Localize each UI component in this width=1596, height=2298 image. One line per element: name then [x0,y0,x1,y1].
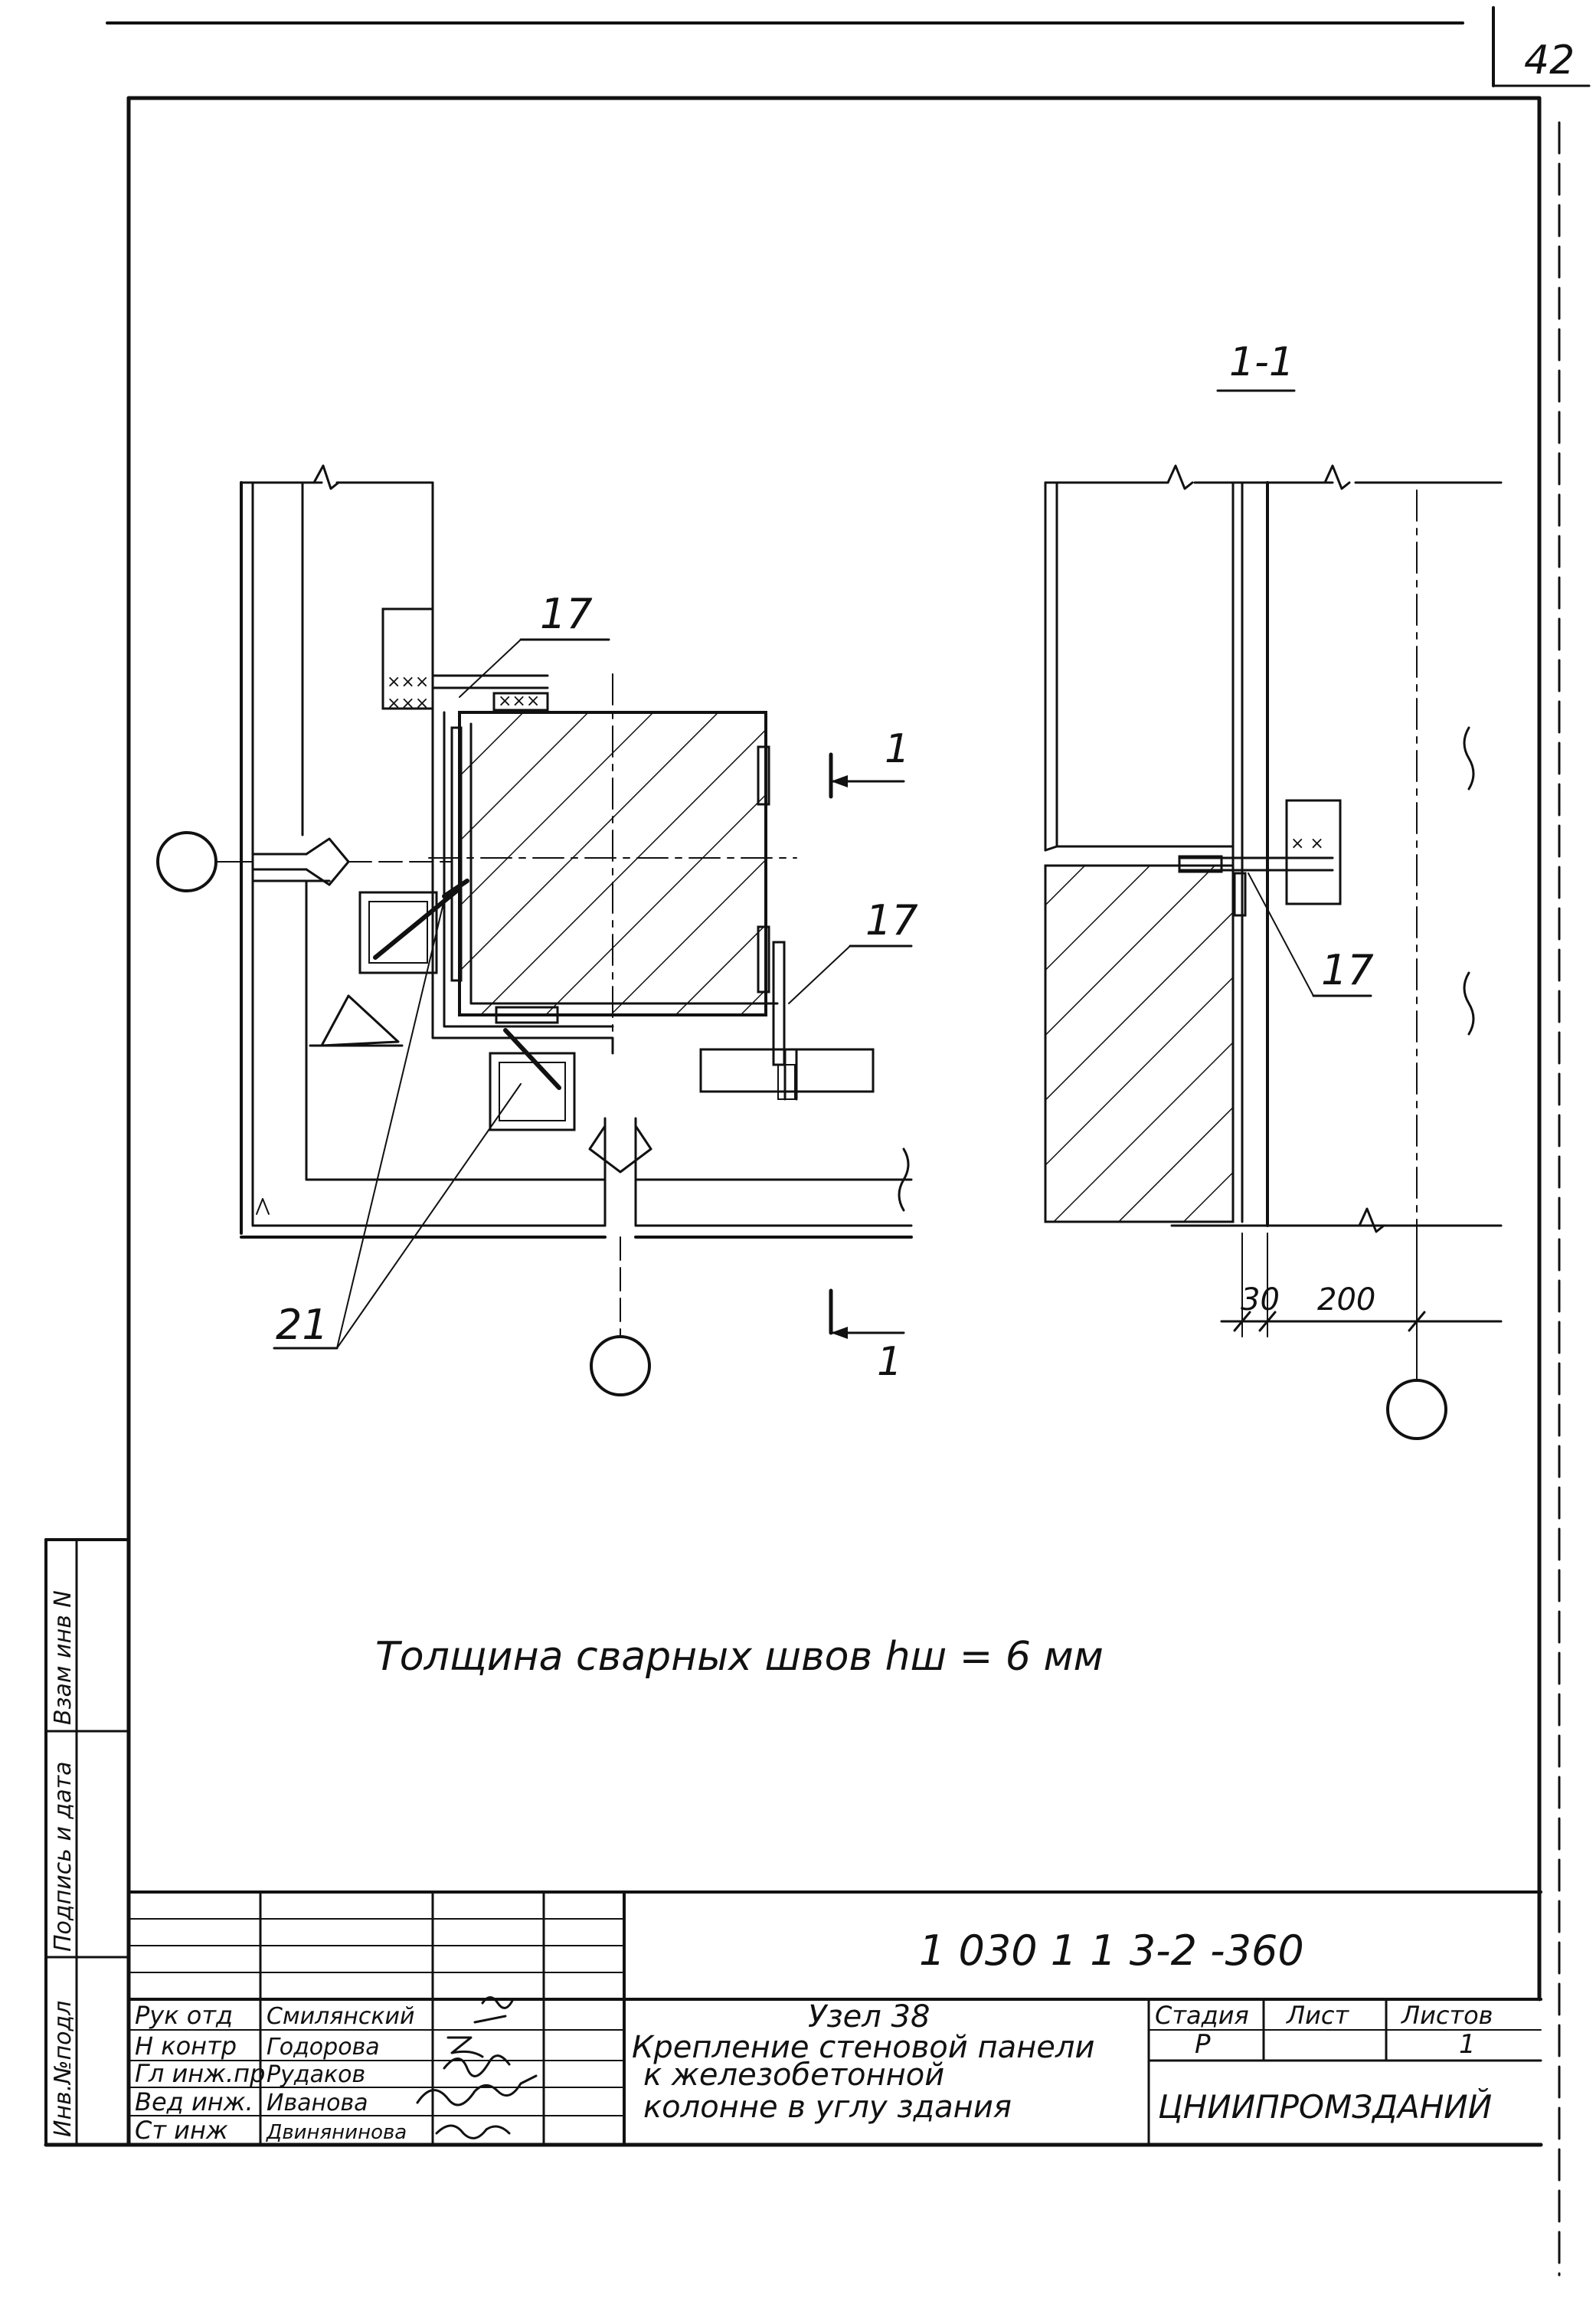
axis-marker-section [1386,1379,1447,1440]
title-line-2: Крепление стеновой панели [632,2030,1094,2065]
title-block: 1 030 1 1 3-2 -360 Узел 38 Крепление сте… [127,1890,1542,2146]
svg-text:×××: ××× [387,694,429,713]
svg-text:×××: ××× [387,673,429,692]
section-label: 1-1 [1229,339,1294,385]
side-stamp: Инв.№подл Подпись и дата Взам инв N [50,1590,77,2137]
name-2: Рудаков [267,2061,365,2088]
stage-label: Стадия [1155,2001,1249,2030]
cut-mark-top: 1 [885,726,910,772]
name-1: Годорова [267,2034,380,2061]
callout-21: 21 [276,1301,329,1349]
title-line-3: к железобетонной [643,2057,944,2093]
role-2: Гл инж.пр [135,2059,265,2088]
section-view: 1-1 × × 17 [1044,339,1503,1440]
wall-panel-section [1044,864,1235,1223]
stage-value: Р [1195,2029,1211,2060]
role-1: Н контр [135,2031,237,2061]
stamp-inv-original: Инв.№подл [50,2001,77,2137]
dimension-200: 200 [1317,1282,1375,1318]
weld-thickness-note: Толщина сварных швов hш = 6 мм [375,1634,1104,1680]
sheet-label: Лист [1286,2001,1349,2030]
page-number: 42 [1524,38,1575,83]
stamp-sign-date: Подпись и дата [50,1762,77,1953]
role-4: Ст инж [135,2116,228,2145]
page-header: 42 [106,6,1591,87]
title-line-4: колонне в углу здания [643,2090,1012,2125]
name-0: Смилянский [267,2003,415,2030]
role-3: Вед инж. [135,2087,253,2116]
callout-17-section: 17 [1321,946,1374,994]
callout-17-plan-right: 17 [865,896,918,944]
svg-text:× ×: × × [1290,834,1324,853]
concrete-column [458,711,767,1016]
sheets-label: Листов [1401,2001,1493,2030]
title-node: Узел 38 [808,1999,930,2034]
axis-marker-bottom [590,1335,651,1396]
callout-17-plan-top: 17 [540,590,593,638]
svg-text:×××: ××× [498,692,540,711]
plan-view: ××× ××× ××× [156,464,918,1396]
drawing-frame [44,96,1561,2277]
organization-name: ЦНИИПРОМЗДАНИЙ [1158,2087,1492,2126]
signatures [416,1996,538,2139]
name-3: Иванова [267,2090,368,2116]
document-code: 1 030 1 1 3-2 -360 [919,1926,1304,1975]
axis-marker-left [156,831,217,892]
dimension-30: 30 [1241,1282,1280,1318]
sheets-value: 1 [1459,2029,1476,2060]
name-4: Двинянинова [266,2121,407,2144]
cut-mark-bottom: 1 [877,1339,902,1385]
role-0: Рук отд [135,2001,233,2030]
stamp-inv-replace: Взам инв N [50,1590,77,1725]
